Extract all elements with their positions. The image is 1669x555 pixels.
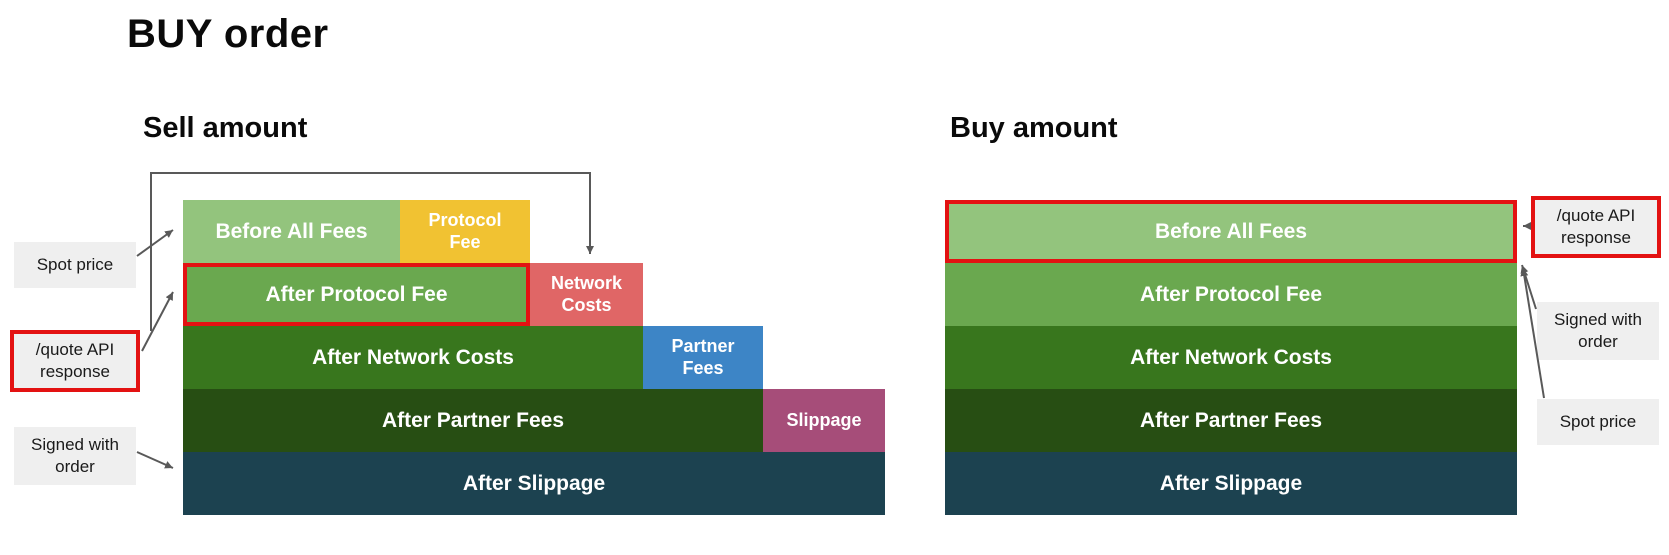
sell-fee-protocol: Protocol Fee bbox=[400, 200, 530, 263]
arrow-signed-with-order-to-after-slippage bbox=[136, 451, 174, 469]
page-title: BUY order bbox=[127, 12, 329, 56]
callout-spot-price-right-label: Spot price bbox=[1559, 411, 1637, 431]
sell-fee-protocol-label: Protocol Fee bbox=[428, 209, 502, 252]
sell-fee-partner-fees: Partner Fees bbox=[643, 326, 763, 389]
callout-quote-api-right-label: /quote API response bbox=[1556, 205, 1636, 247]
buy-amount-heading: Buy amount bbox=[950, 112, 1118, 144]
sell-row-before-all-fees: Before All Fees bbox=[183, 200, 400, 263]
callout-signed-with-order-right: Signed with order bbox=[1537, 302, 1659, 360]
sell-fee-partner-fees-label: Partner Fees bbox=[671, 335, 735, 378]
arrow-quote-api-to-after-protocol-fee bbox=[141, 291, 174, 352]
sell-fee-network-costs: Network Costs bbox=[530, 263, 643, 326]
callout-spot-price-right: Spot price bbox=[1537, 399, 1659, 445]
sell-amount-heading: Sell amount bbox=[143, 112, 308, 144]
arrow-spot-price-to-before-all-fees bbox=[136, 229, 174, 257]
sell-fee-network-costs-label: Network Costs bbox=[550, 272, 622, 315]
callout-signed-with-order-left-label: Signed with order bbox=[31, 434, 119, 476]
sell-row-after-protocol-fee: After Protocol Fee bbox=[183, 263, 530, 326]
callout-spot-price-left-label: Spot price bbox=[36, 254, 114, 274]
buy-row-after-partner-fees: After Partner Fees bbox=[945, 389, 1517, 452]
callout-quote-api-left: /quote API response bbox=[10, 330, 140, 392]
callout-signed-with-order-right-label: Signed with order bbox=[1554, 309, 1642, 351]
buy-row-before-all-fees: Before All Fees bbox=[945, 200, 1517, 263]
buy-row-after-slippage: After Slippage bbox=[945, 452, 1517, 515]
buy-row-after-network-costs: After Network Costs bbox=[945, 326, 1517, 389]
sell-row-after-network-costs: After Network Costs bbox=[183, 326, 643, 389]
buy-row-after-protocol-fee: After Protocol Fee bbox=[945, 263, 1517, 326]
sell-row-after-slippage: After Slippage bbox=[183, 452, 885, 515]
callout-signed-with-order-left: Signed with order bbox=[14, 427, 136, 485]
arrow-signed-with-order-right-to-before-all-fees bbox=[1520, 264, 1537, 310]
callout-quote-api-right: /quote API response bbox=[1531, 196, 1661, 258]
callout-quote-api-left-label: /quote API response bbox=[35, 339, 115, 381]
sell-fee-slippage: Slippage bbox=[763, 389, 885, 452]
sell-row-after-partner-fees: After Partner Fees bbox=[183, 389, 763, 452]
sell-fee-slippage-label: Slippage bbox=[786, 409, 862, 430]
callout-spot-price-left: Spot price bbox=[14, 242, 136, 288]
